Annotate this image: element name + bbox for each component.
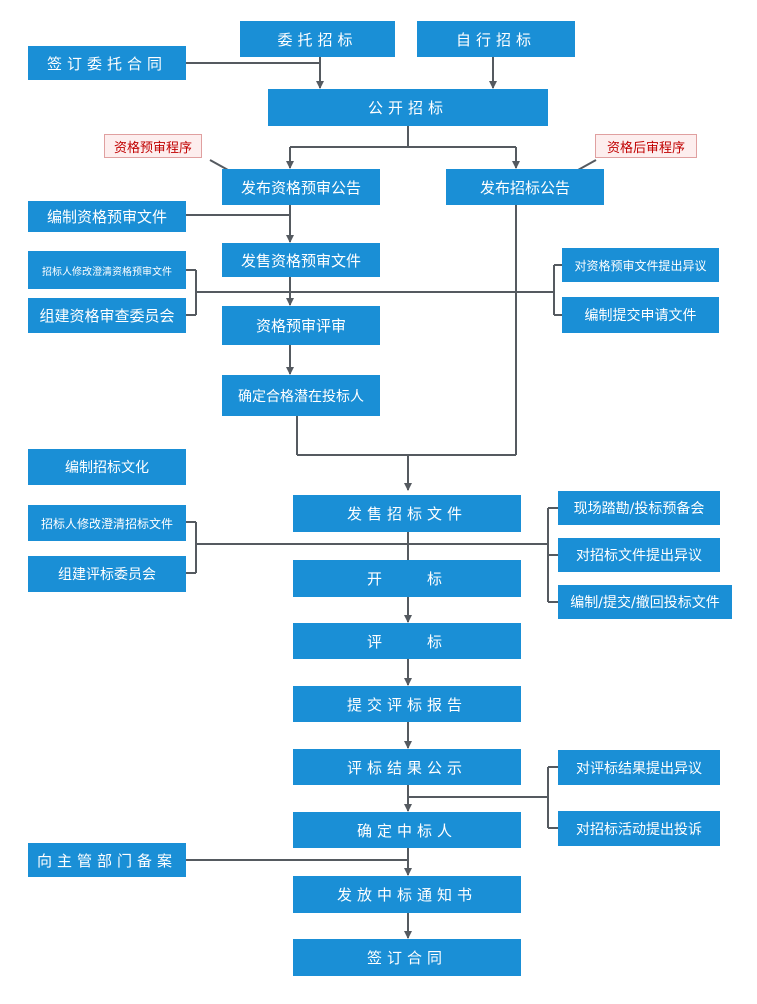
box-entrusted-bidding: 委托招标 xyxy=(240,21,395,57)
box-prepare-bidding-docs: 编制招标文化 xyxy=(28,449,186,485)
box-sign-entrust-contract: 签订委托合同 xyxy=(28,46,186,80)
box-file-record: 向主管部门备案 xyxy=(28,843,186,877)
box-prequal-review: 资格预审评审 xyxy=(222,306,380,345)
box-publicize-results: 评标结果公示 xyxy=(293,749,521,785)
box-publish-bidding-notice: 发布招标公告 xyxy=(446,169,604,205)
box-form-evaluation-committee: 组建评标委员会 xyxy=(28,556,186,592)
box-sell-bidding-docs: 发售招标文件 xyxy=(293,495,521,532)
box-submit-evaluation-report: 提交评标报告 xyxy=(293,686,521,722)
box-award-notice: 发放中标通知书 xyxy=(293,876,521,913)
box-publish-prequal-notice: 发布资格预审公告 xyxy=(222,169,380,205)
box-site-visit: 现场踏勘/投标预备会 xyxy=(558,491,720,525)
tag-postqual-procedure: 资格后审程序 xyxy=(595,134,697,158)
box-object-bidding-docs: 对招标文件提出异议 xyxy=(558,538,720,572)
box-self-bidding: 自行招标 xyxy=(417,21,575,57)
box-sign-contract: 签订合同 xyxy=(293,939,521,976)
box-revise-prequal-docs: 招标人修改澄清资格预审文件 xyxy=(28,251,186,289)
box-complaint: 对招标活动提出投诉 xyxy=(558,811,720,846)
box-bid-opening: 开 标 xyxy=(293,560,521,597)
box-prepare-application: 编制提交申请文件 xyxy=(562,297,719,333)
box-sell-prequal-docs: 发售资格预审文件 xyxy=(222,243,380,277)
box-bid-evaluation: 评 标 xyxy=(293,623,521,659)
box-revise-bidding-docs: 招标人修改澄清招标文件 xyxy=(28,505,186,541)
box-public-bidding: 公开招标 xyxy=(268,89,548,126)
box-object-prequal-docs: 对资格预审文件提出异议 xyxy=(562,248,719,282)
tag-prequal-procedure: 资格预审程序 xyxy=(104,134,202,158)
box-object-results: 对评标结果提出异议 xyxy=(558,750,720,785)
box-prepare-prequal-docs: 编制资格预审文件 xyxy=(28,201,186,232)
box-qualified-bidders: 确定合格潜在投标人 xyxy=(222,375,380,416)
box-determine-winner: 确定中标人 xyxy=(293,812,521,848)
box-form-prequal-committee: 组建资格审查委员会 xyxy=(28,298,186,333)
box-bid-documents: 编制/提交/撤回投标文件 xyxy=(558,585,732,619)
